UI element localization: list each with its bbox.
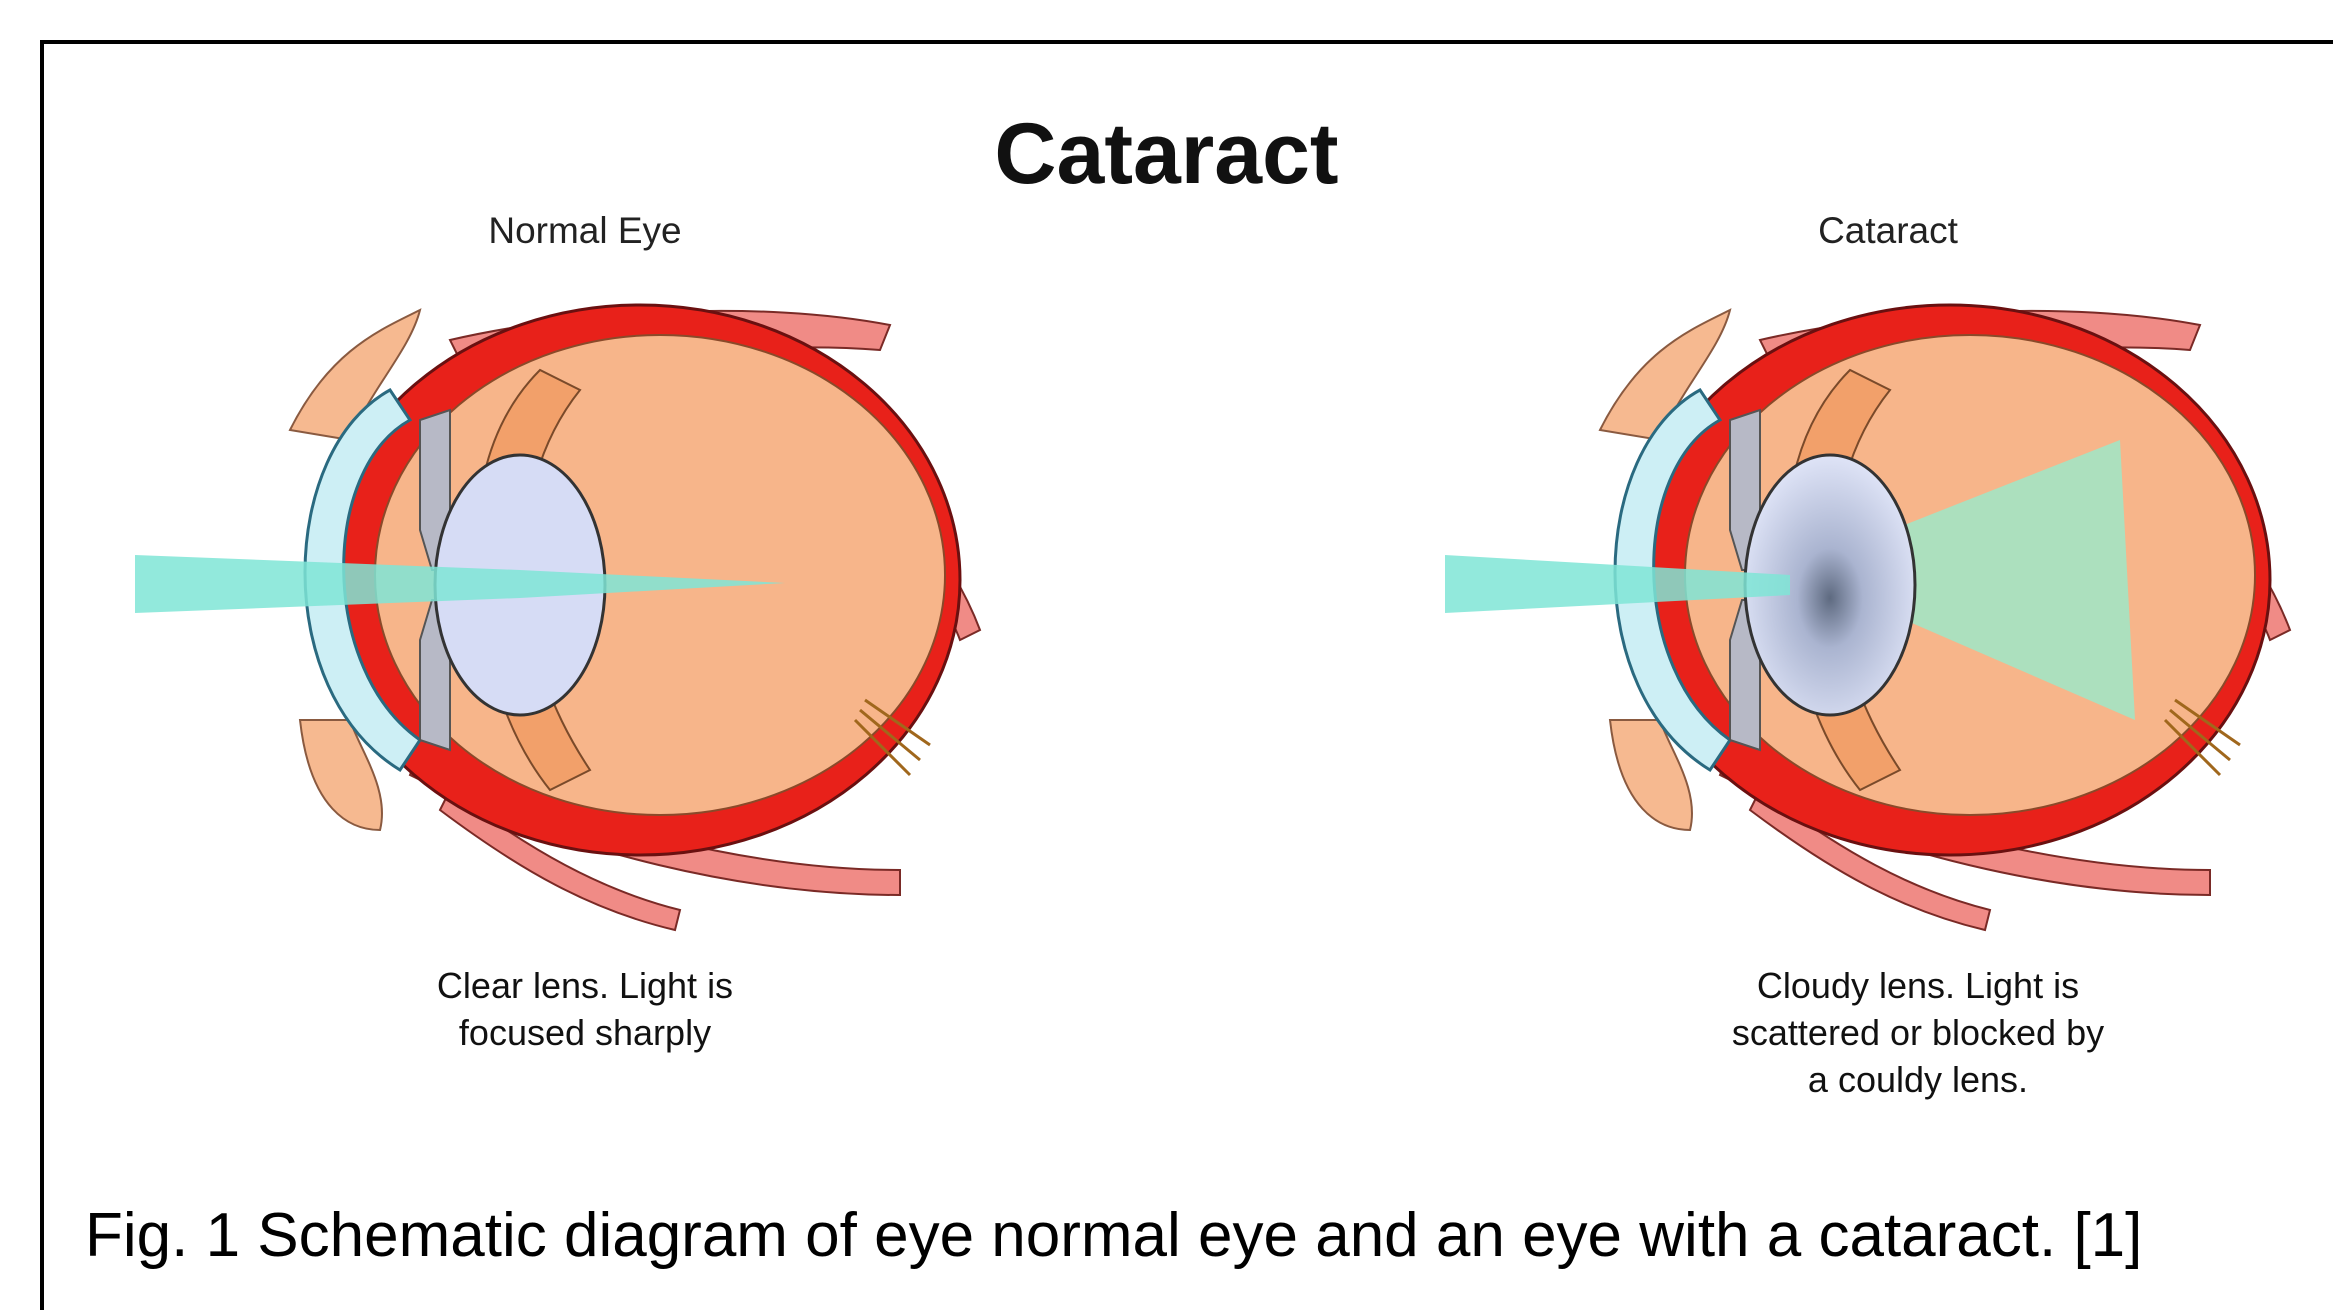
cataract-eye-illustration — [1430, 270, 2330, 950]
caption-line: Cloudy lens. Light is — [1618, 962, 2218, 1009]
cataract-eye-caption: Cloudy lens. Light is scattered or block… — [1618, 962, 2218, 1103]
normal-eye-caption: Clear lens. Light is focused sharply — [285, 962, 885, 1056]
figure-caption: Fig. 1 Schematic diagram of eye normal e… — [85, 1200, 2142, 1271]
caption-line: a couldy lens. — [1618, 1056, 2218, 1103]
caption-line: Clear lens. Light is — [285, 962, 885, 1009]
cataract-eye-heading: Cataract — [1588, 210, 2188, 252]
diagram-title: Cataract — [0, 105, 2333, 204]
normal-eye-heading: Normal Eye — [285, 210, 885, 252]
caption-line: focused sharply — [285, 1009, 885, 1056]
caption-line: scattered or blocked by — [1618, 1009, 2218, 1056]
normal-eye-illustration — [120, 270, 1020, 950]
